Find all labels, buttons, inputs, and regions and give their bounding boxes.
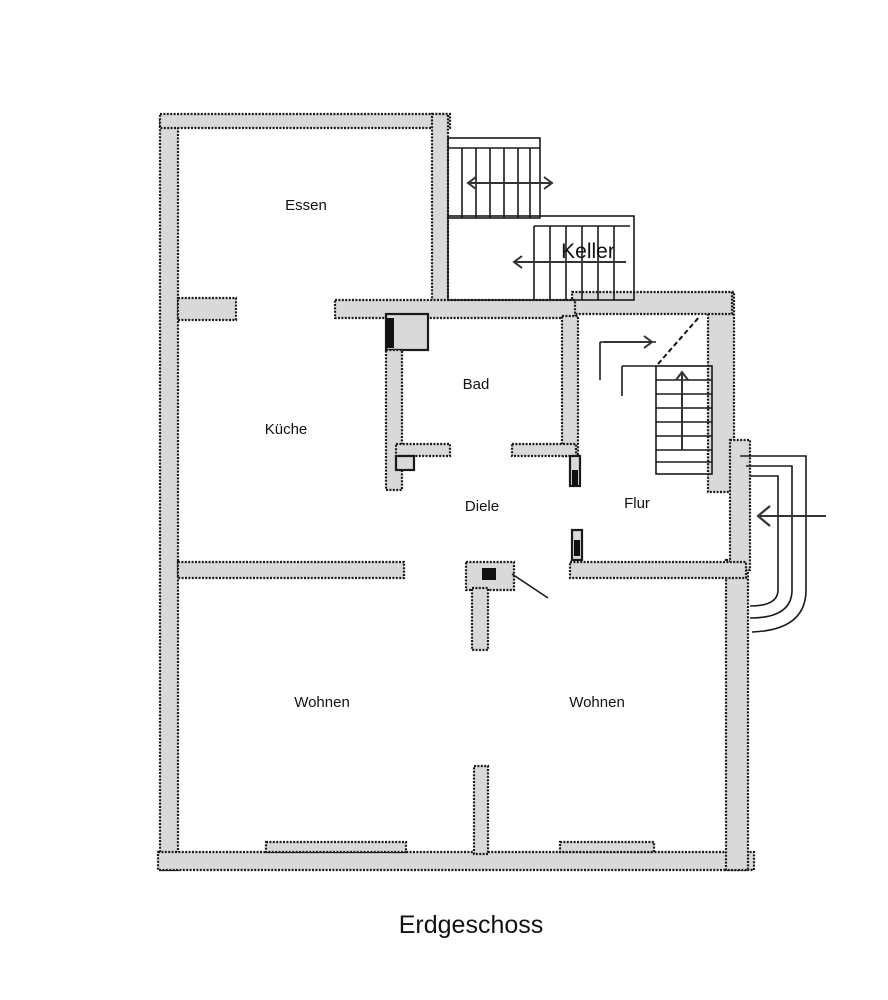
room-label-diele: Diele bbox=[465, 498, 499, 515]
room-label-bad: Bad bbox=[463, 376, 490, 393]
room-label-wohnen-right: Wohnen bbox=[569, 694, 625, 711]
room-label-essen: Essen bbox=[285, 197, 327, 214]
inner-staircase bbox=[599, 315, 713, 475]
entrance-steps bbox=[740, 455, 826, 633]
room-label-flur: Flur bbox=[624, 495, 650, 512]
room-label-keller: Keller bbox=[561, 240, 615, 263]
outer-walls bbox=[156, 112, 756, 872]
interior-walls bbox=[176, 296, 748, 856]
outside-stairs bbox=[447, 137, 635, 301]
room-label-wohnen-left: Wohnen bbox=[294, 694, 350, 711]
room-label-kueche: Küche bbox=[265, 421, 308, 438]
floor-title: Erdgeschoss bbox=[399, 911, 544, 939]
